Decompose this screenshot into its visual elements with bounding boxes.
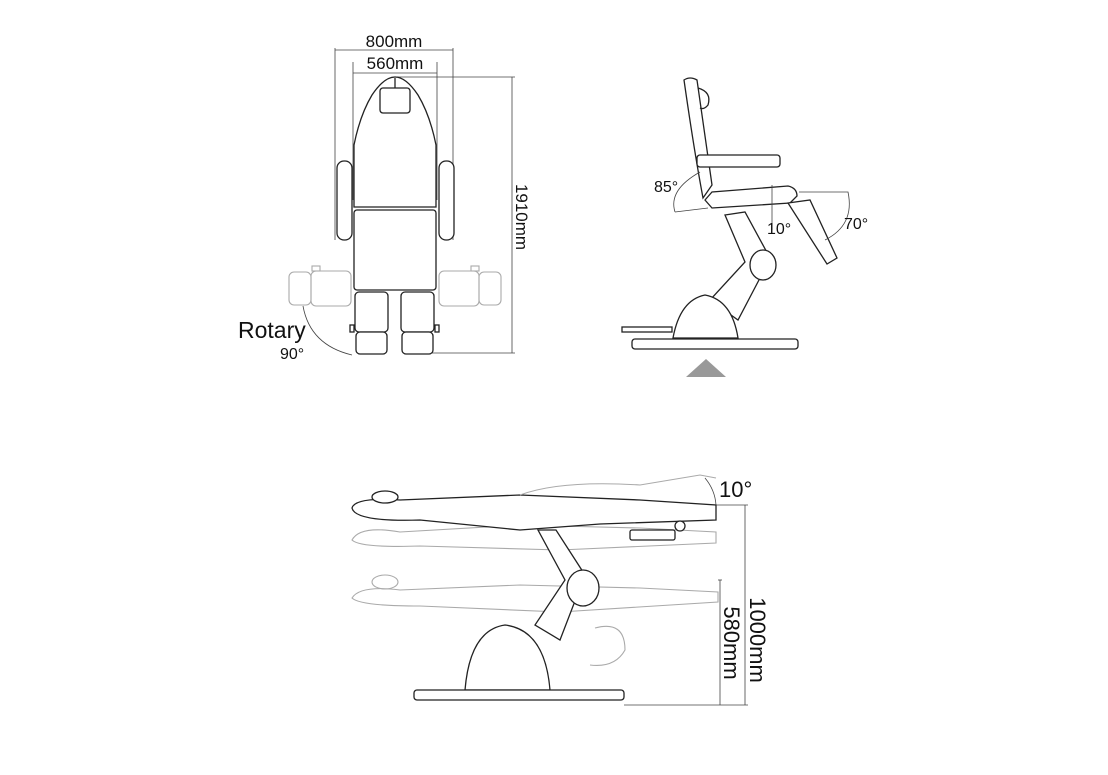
joint-high — [566, 569, 600, 607]
base-cover-side — [672, 294, 739, 339]
rotated-legrest-left — [288, 265, 352, 307]
tilt-angle-label: 10° — [719, 477, 752, 502]
top-view: 800mm 560mm 1910mm — [238, 32, 531, 363]
view-direction-arrow — [686, 359, 726, 377]
chair-body-high — [351, 494, 717, 531]
base-plate-high — [413, 689, 625, 701]
base-plate-side — [631, 338, 799, 350]
headrest — [379, 87, 411, 114]
backrest-side — [683, 77, 713, 200]
width-outer-dimension: 800mm — [334, 32, 454, 240]
seat-side — [704, 185, 798, 209]
min-height-label: 580mm — [719, 606, 744, 679]
width-inner-label: 560mm — [367, 54, 424, 73]
seat-top — [353, 209, 437, 291]
headrest-high — [371, 490, 399, 504]
armrest-left — [336, 160, 353, 241]
side-view: 85° 10° 70° — [621, 77, 868, 377]
width-inner-dimension: 560mm — [352, 54, 438, 200]
legrest-side — [786, 199, 838, 265]
lift-arm-high — [534, 529, 586, 641]
legrest-right — [400, 291, 440, 355]
base-cover-high — [464, 624, 551, 691]
legrest-angle-label: 70° — [844, 216, 868, 233]
legrest-left — [349, 291, 389, 355]
armrest-side — [696, 154, 781, 168]
length-label: 1910mm — [512, 184, 531, 250]
headrest-side — [697, 87, 710, 110]
length-dimension: 1910mm — [395, 76, 531, 354]
armrest-right — [438, 160, 455, 241]
low-position-ghost — [351, 524, 719, 666]
width-outer-label: 800mm — [366, 32, 423, 51]
seat-angle-label: 10° — [767, 221, 791, 238]
rotary-label: Rotary — [238, 317, 306, 343]
pedal-side — [621, 326, 673, 333]
rotary-angle-label: 90° — [280, 346, 304, 363]
height-view: 10° 1000mm 580mm — [351, 474, 770, 706]
backrest-angle-label: 85° — [654, 179, 678, 196]
max-height-label: 1000mm — [745, 597, 770, 683]
rotated-legrest-right — [438, 265, 502, 307]
lift-arm-side — [709, 211, 771, 321]
rotary-arc — [302, 305, 353, 356]
joint-side — [749, 249, 777, 281]
backrest-top — [353, 76, 437, 208]
